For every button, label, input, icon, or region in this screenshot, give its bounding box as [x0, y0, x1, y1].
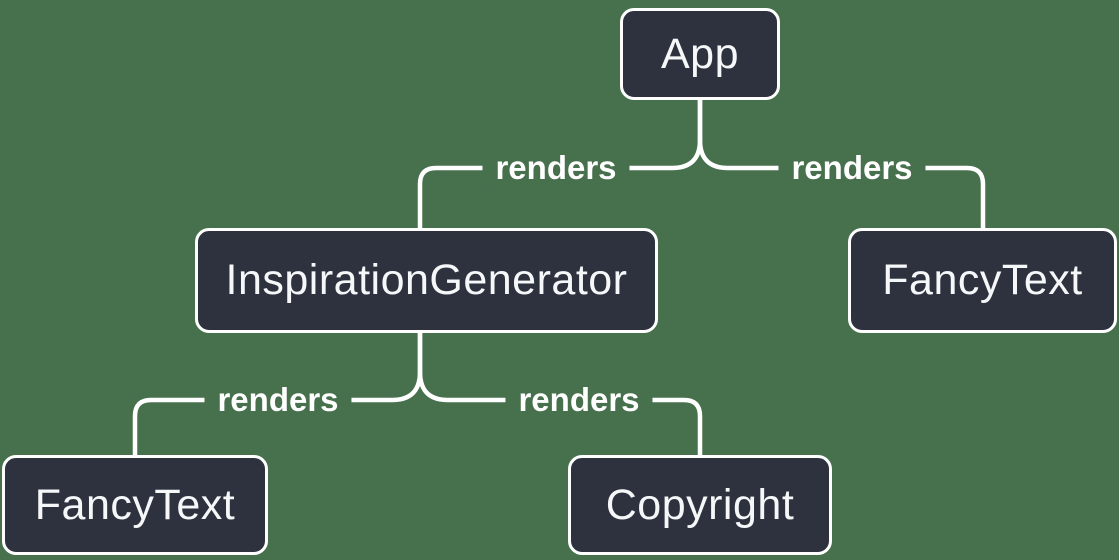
edge-label-renders-inspiration-generator-fancy-text: renders: [204, 379, 352, 421]
node-inspiration-generator: InspirationGenerator: [195, 228, 658, 333]
node-fancy-text-top: FancyText: [848, 228, 1117, 333]
node-copyright: Copyright: [568, 455, 832, 555]
edge-label-renders-app-inspiration-generator: renders: [482, 147, 630, 189]
edge-label-renders-app-fancy-text: renders: [778, 147, 926, 189]
node-app: App: [620, 8, 780, 100]
node-fancy-text-bottom: FancyText: [2, 455, 268, 555]
edge-label-renders-inspiration-generator-copyright: renders: [505, 379, 653, 421]
